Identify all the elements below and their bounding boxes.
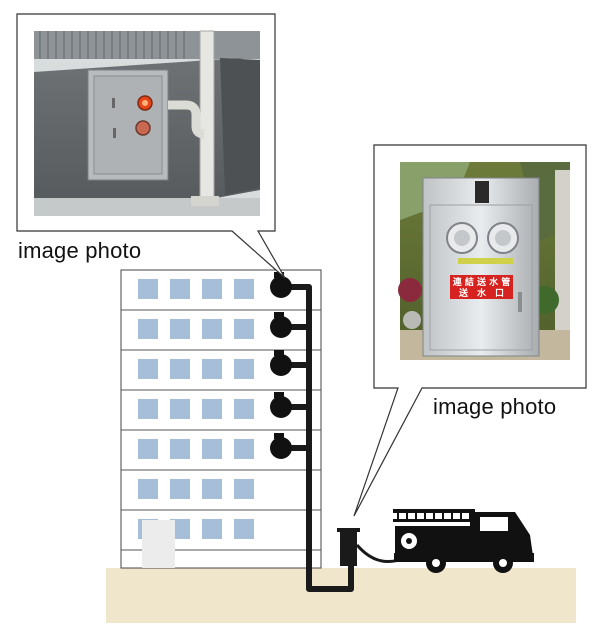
ladder-rung (460, 509, 462, 522)
building-window (202, 519, 222, 539)
building-window (202, 399, 222, 419)
building-window (138, 319, 158, 339)
building-window (234, 279, 254, 299)
building-window (138, 439, 158, 459)
ladder-rung (451, 509, 453, 522)
building-window (170, 399, 190, 419)
building-window (234, 399, 254, 419)
ladder-rung (397, 509, 399, 522)
hose-outlet-icon (270, 392, 292, 418)
callout-right: 連 結 送 水 管 送 水 口 (353, 144, 587, 517)
hose-outlet-icon (270, 272, 292, 298)
ladder-rung (415, 509, 417, 522)
building-window (234, 439, 254, 459)
photo-siamese-connection: 連 結 送 水 管 送 水 口 (398, 162, 570, 360)
sign-line-2: 送 水 口 (458, 287, 504, 299)
building-window (170, 359, 190, 379)
caption-image-photo-right: image photo (433, 394, 557, 419)
building-window (234, 319, 254, 339)
building-window (170, 279, 190, 299)
building-entrance (142, 520, 175, 568)
caption-image-photo-left: image photo (18, 238, 142, 263)
building-window (138, 399, 158, 419)
ground (106, 568, 576, 623)
hose-outlet-icon (270, 433, 292, 459)
siamese-connection-icon (337, 528, 360, 566)
building-window (138, 479, 158, 499)
building-window (138, 279, 158, 299)
callout-left (16, 13, 286, 279)
ladder-rung (406, 509, 408, 522)
building-window (202, 359, 222, 379)
building-window (202, 279, 222, 299)
sign-line-1: 連 結 送 水 管 (453, 276, 511, 288)
building-window (138, 359, 158, 379)
building-window (234, 479, 254, 499)
building-window (170, 319, 190, 339)
ladder-rung (442, 509, 444, 522)
building-window (202, 319, 222, 339)
building-window (202, 479, 222, 499)
building-window (170, 439, 190, 459)
building-window (202, 439, 222, 459)
building-window (234, 359, 254, 379)
hose-outlet-icon (270, 312, 292, 338)
ladder-rung (433, 509, 435, 522)
siamese-sign (450, 275, 513, 299)
photo-hose-outlet (34, 30, 260, 216)
hose-outlets (270, 272, 292, 459)
building (120, 269, 322, 569)
building-floors (121, 279, 321, 551)
hose-outlet-icon (270, 350, 292, 376)
building-window (234, 519, 254, 539)
ladder-rung (424, 509, 426, 522)
fire-truck-icon (393, 509, 534, 573)
building-window (170, 479, 190, 499)
